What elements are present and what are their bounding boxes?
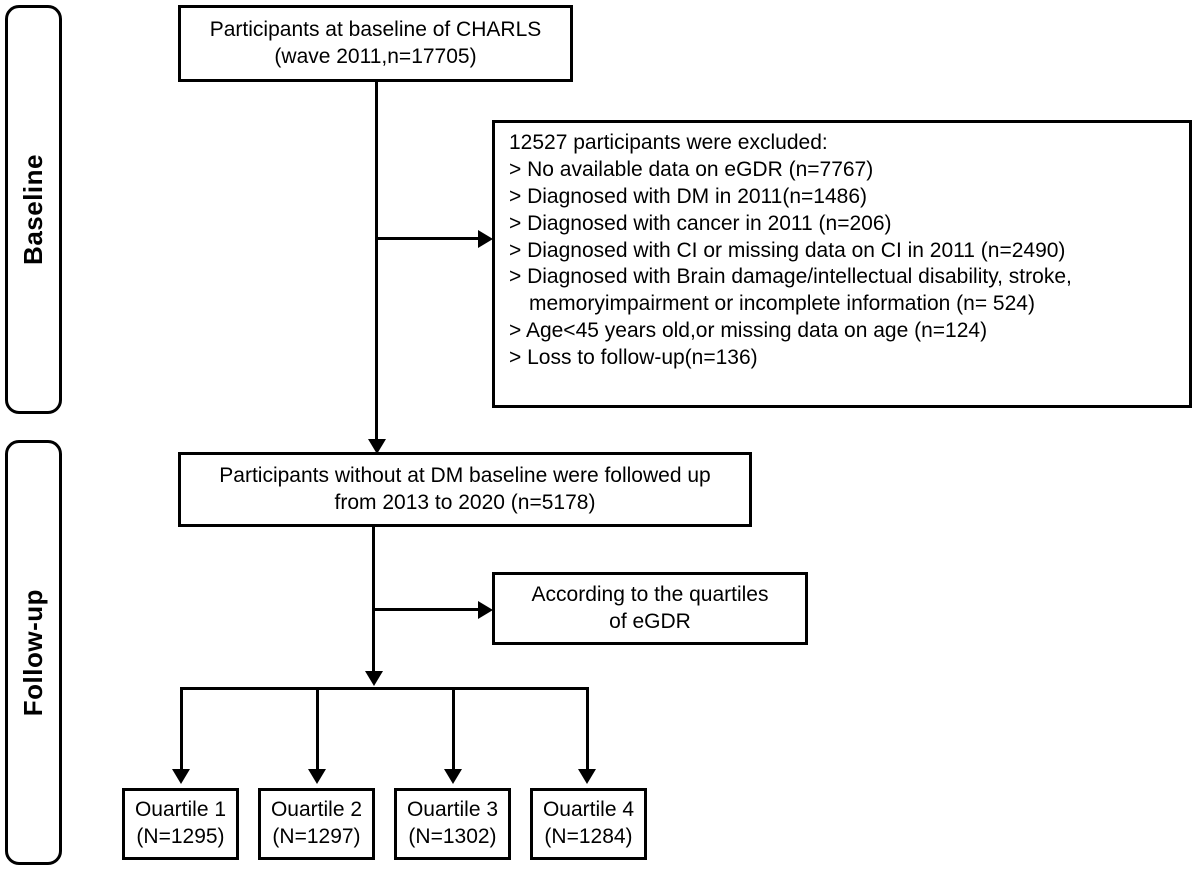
connector-quartile-drop-3	[452, 687, 455, 771]
node-grouping-rule-line-1: According to the quartiles	[531, 582, 769, 606]
node-source-population-line-2: (wave 2011,n=17705)	[274, 44, 477, 68]
node-quartile-4-label: Ouartile 4	[542, 798, 635, 822]
node-grouping-rule: According to the quartiles of eGDR	[492, 572, 808, 645]
node-followed-cohort-line-1: Participants without at DM baseline were…	[219, 463, 711, 487]
phase-label-baseline-text: Baseline	[18, 154, 48, 265]
connector-exclusion-branch	[375, 237, 479, 240]
connector-quartile-drop-2	[316, 687, 319, 771]
node-exclusions-item-7: > Loss to follow-up(n=136)	[509, 346, 758, 369]
node-followed-cohort-line-2: from 2013 to 2020 (n=5178)	[334, 490, 596, 514]
arrow-to-grouping-rule	[478, 601, 493, 619]
node-exclusions-item-6: > Age<45 years old,or missing data on ag…	[509, 319, 988, 343]
node-followed-cohort: Participants without at DM baseline were…	[178, 452, 752, 527]
connector-followup-stem	[372, 527, 375, 673]
node-quartile-2-count: (N=1297)	[272, 825, 361, 848]
node-quartile-1: Ouartile 1 (N=1295)	[122, 788, 239, 860]
node-exclusions-item-5: > Diagnosed with Brain damage/intellectu…	[509, 265, 1072, 289]
arrow-to-quartile-split	[365, 671, 383, 686]
connector-grouping-branch	[372, 608, 479, 611]
connector-quartile-drop-4	[586, 687, 589, 771]
node-source-population: Participants at baseline of CHARLS (wave…	[178, 5, 573, 82]
node-quartile-2-label: Ouartile 2	[270, 798, 363, 822]
arrow-to-quartile-2	[308, 769, 326, 784]
node-exclusions-heading: 12527 participants were excluded:	[509, 131, 828, 154]
connector-baseline-stem	[375, 82, 378, 446]
node-exclusions-item-3: > Diagnosed with cancer in 2011 (n=206)	[509, 211, 892, 235]
node-grouping-rule-line-2: of eGDR	[609, 609, 691, 633]
connector-quartile-distribution-bar	[180, 687, 589, 690]
node-quartile-1-label: Ouartile 1	[134, 798, 227, 822]
arrow-to-followed-cohort	[368, 439, 386, 454]
node-quartile-3-count: (N=1302)	[408, 825, 497, 848]
node-exclusions: 12527 participants were excluded: > No a…	[492, 120, 1192, 408]
node-source-population-line-1: Participants at baseline of CHARLS	[209, 17, 542, 41]
arrow-to-quartile-3	[444, 769, 462, 784]
arrow-to-quartile-1	[172, 769, 190, 784]
arrow-to-quartile-4	[578, 769, 596, 784]
connector-quartile-drop-1	[180, 687, 183, 771]
node-quartile-3-label: Ouartile 3	[406, 798, 499, 822]
node-quartile-3: Ouartile 3 (N=1302)	[394, 788, 511, 860]
node-exclusions-item-1: > No available data on eGDR (n=7767)	[509, 157, 874, 181]
node-quartile-1-count: (N=1295)	[136, 825, 225, 848]
node-quartile-4: Ouartile 4 (N=1284)	[530, 788, 647, 860]
node-quartile-2: Ouartile 2 (N=1297)	[258, 788, 375, 860]
phase-label-follow-up-text: Follow-up	[18, 588, 48, 717]
node-quartile-4-count: (N=1284)	[544, 825, 633, 848]
node-exclusions-item-5-continued: memoryimpairment or incomplete informati…	[529, 292, 1035, 316]
node-exclusions-item-4: > Diagnosed with CI or missing data on C…	[509, 238, 1066, 262]
node-exclusions-item-2: > Diagnosed with DM in 2011(n=1486)	[509, 184, 867, 208]
arrow-to-exclusions	[478, 230, 493, 248]
phase-label-follow-up: Follow-up	[5, 440, 62, 865]
phase-label-baseline: Baseline	[5, 5, 62, 414]
